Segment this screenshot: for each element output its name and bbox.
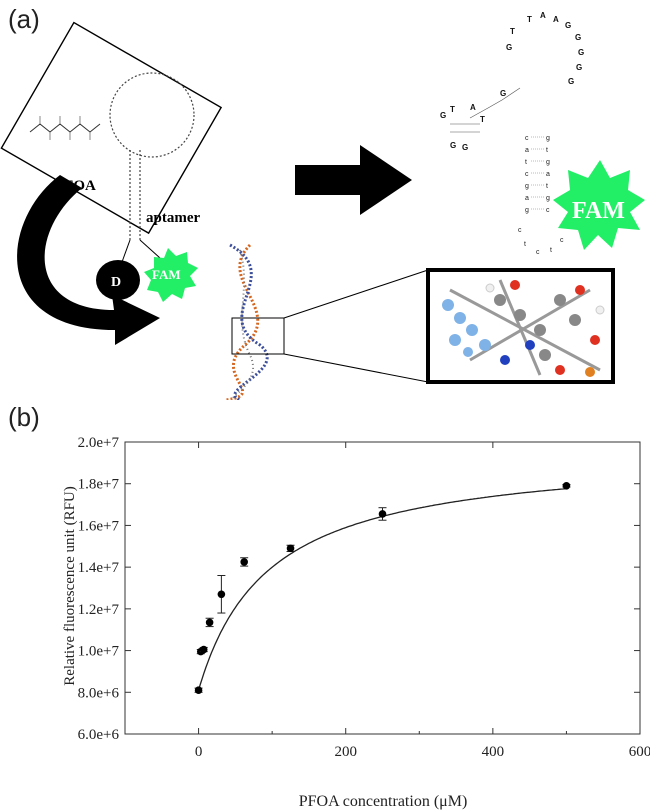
molecule-render: [442, 279, 605, 377]
svg-text:c: c: [536, 249, 540, 256]
quencher-dot: [96, 260, 140, 300]
stem-right: g t g a t g c: [546, 135, 550, 214]
quencher-label: D: [111, 275, 121, 290]
seq-loop-top-2: A: [553, 15, 559, 24]
data-point: [562, 482, 571, 490]
seq-junction-6: G: [500, 89, 506, 98]
svg-text:t: t: [550, 247, 552, 254]
seq-loop-right-0: G: [578, 48, 584, 57]
x-tick-label: 0: [195, 744, 203, 760]
data-point: [199, 645, 208, 654]
seq-loop-top-0: T: [527, 15, 532, 24]
svg-text:g: g: [525, 183, 529, 190]
panel-a-label: (a): [8, 4, 40, 34]
data-point: [286, 544, 295, 553]
y-tick-label: 1.8e+7: [78, 477, 120, 493]
svg-text:g: g: [546, 159, 550, 166]
svg-text:g: g: [546, 135, 550, 142]
svg-text:c: c: [518, 227, 522, 234]
fam-star: [144, 248, 198, 302]
seq-loop-top-4: G: [575, 33, 581, 42]
x-axis-label: PFOA concentration (μM): [299, 793, 468, 810]
x-tick-label: 200: [334, 744, 357, 760]
seq-loop-top-1: A: [540, 11, 546, 20]
y-tick-label: 8.0e+6: [78, 685, 120, 701]
data-point: [205, 618, 214, 627]
svg-text:c: c: [525, 135, 529, 142]
folded-fam-star: [553, 160, 645, 250]
chart-marks: [194, 482, 571, 694]
svg-text:t: t: [546, 183, 548, 190]
x-tick-label: 400: [482, 744, 505, 760]
seq-loop-right-2: G: [568, 77, 574, 86]
stem-left: c a t c g a g: [525, 135, 529, 214]
seq-junction-1: G: [450, 141, 456, 150]
svg-text:a: a: [525, 147, 529, 154]
binding-curve-chart: 0 200 400 600 6.0e+6 8.0e+6 1.0e+7 1.2e+7 1.4e+7…: [62, 435, 650, 810]
pfoa-molecule: [29, 123, 101, 133]
pfoa-binding-box: [0, 21, 223, 235]
y-tick-label: 1.0e+7: [78, 644, 120, 660]
svg-text:c: c: [546, 207, 550, 214]
y-tick-label: 6.0e+6: [78, 727, 120, 743]
data-point: [194, 686, 203, 694]
zoom-source-box: [231, 317, 285, 355]
seq-junction-4: A: [470, 103, 476, 112]
pfoa-fluorines: [39, 116, 91, 140]
svg-text:a: a: [525, 195, 529, 202]
chart-axes: 0 200 400 600 6.0e+6 8.0e+6 1.0e+7 1.2e+7 1.4e+7…: [78, 435, 650, 760]
tail: c t c t c: [518, 227, 564, 256]
aptamer-stem: [129, 150, 141, 240]
svg-text:g: g: [546, 195, 550, 202]
seq-junction-5: T: [480, 115, 485, 124]
y-tick-label: 1.6e+7: [78, 518, 120, 534]
y-tick-label: 1.2e+7: [78, 602, 120, 618]
seq-loop-right-4: G: [506, 43, 512, 52]
svg-text:c: c: [560, 237, 564, 244]
aptamer-label: aptamer: [146, 210, 200, 226]
x-tick-label: 600: [629, 744, 650, 760]
seq-loop-right-3: T: [510, 27, 515, 36]
straight-arrow: [295, 145, 412, 215]
dna-helix: [224, 243, 269, 400]
svg-text:g: g: [525, 207, 529, 214]
seq-junction-2: G: [462, 143, 468, 152]
svg-text:t: t: [546, 147, 548, 154]
aptamer-loop: [109, 72, 195, 158]
plot-frame: [124, 441, 641, 735]
svg-text:t: t: [524, 241, 526, 248]
data-point: [378, 510, 387, 518]
y-tick-label: 2.0e+7: [78, 435, 120, 451]
seq-loop-top-3: G: [565, 21, 571, 30]
y-axis-label: Relative fluorescence unit (RFU): [62, 486, 78, 686]
schematic-diagram: PFOA aptamer D FAM T A: [0, 11, 645, 400]
seq-junction-0: G: [440, 111, 446, 120]
y-tick-label: 1.4e+7: [78, 560, 120, 576]
folded-aptamer: T A A G G G G G T G G G G T A T G c a t …: [440, 11, 645, 256]
svg-text:a: a: [546, 171, 550, 178]
seq-loop-right-1: G: [576, 63, 582, 72]
fam-label: FAM: [152, 267, 181, 282]
data-point: [240, 558, 248, 566]
curved-arrow: [17, 175, 160, 345]
svg-text:c: c: [525, 171, 529, 178]
svg-text:t: t: [525, 159, 527, 166]
seq-junction-3: T: [450, 105, 455, 114]
panel-b-label: (b): [8, 402, 40, 432]
data-point: [217, 590, 226, 599]
folded-fam-label: FAM: [572, 198, 625, 224]
